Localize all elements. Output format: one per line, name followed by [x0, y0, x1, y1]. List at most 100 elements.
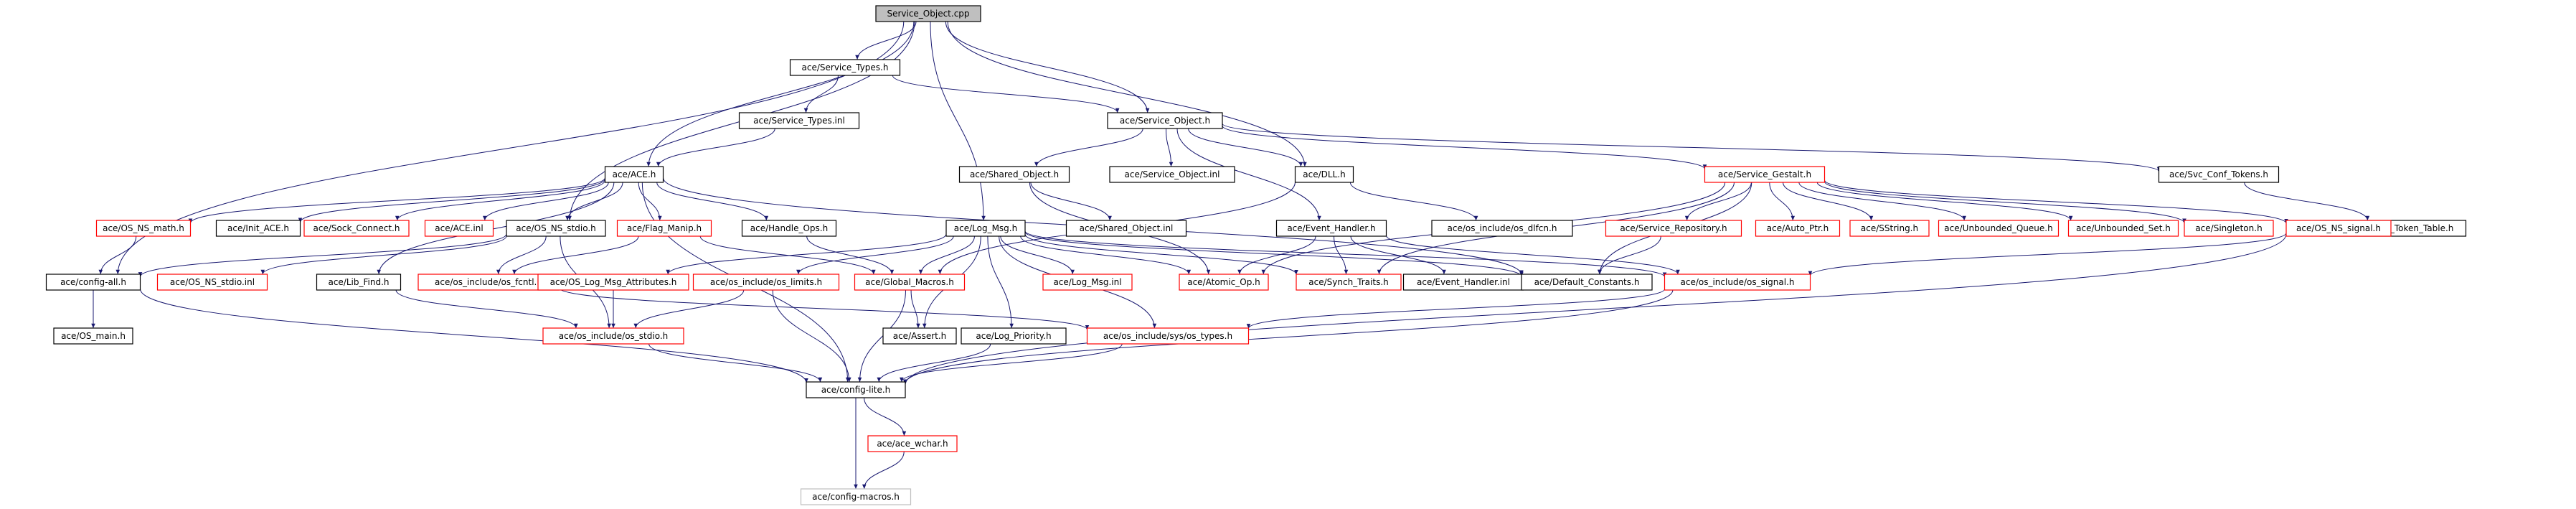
- edge-svc-conf-tokens-h-to-svc-conf-token-table-h: [2244, 182, 2370, 221]
- node-os-log-msg-attributes-h[interactable]: ace/OS_Log_Msg_Attributes.h: [537, 274, 689, 291]
- node-event-handler-inl[interactable]: ace/Event_Handler.inl: [1402, 274, 1524, 291]
- node-label: ace/Service_Gestalt.h: [1718, 169, 1811, 179]
- node-label: ace/config-macros.h: [812, 492, 900, 502]
- node-os-main-h[interactable]: ace/OS_main.h: [53, 327, 133, 345]
- node-ace-inl[interactable]: ace/ACE.inl: [424, 220, 494, 237]
- node-box: [1521, 274, 1653, 291]
- edge-path: [892, 75, 1120, 113]
- node-shared-object-h[interactable]: ace/Shared_Object.h: [958, 166, 1070, 183]
- node-os-include-os-signal-h[interactable]: ace/os_include/os_signal.h: [1664, 274, 1811, 291]
- node-synch-traits-h[interactable]: ace/Synch_Traits.h: [1296, 274, 1402, 291]
- node-unbounded-set-h[interactable]: ace/Unbounded_Set.h: [2067, 220, 2179, 237]
- node-os-ns-signal-h[interactable]: ace/OS_NS_signal.h: [2285, 220, 2392, 237]
- node-lib-find-h[interactable]: ace/Lib_Find.h: [316, 274, 402, 291]
- edge-global-macros-h-to-assert-h: [910, 289, 920, 329]
- edge-path: [803, 75, 839, 113]
- node-label: ace/ACE.h: [613, 169, 656, 179]
- node-os-include-os-fcntl-h[interactable]: ace/os_include/os_fcntl.h: [417, 274, 560, 291]
- node-label: ace/Service_Repository.h: [1620, 223, 1727, 233]
- node-config-lite-h[interactable]: ace/config-lite.h: [806, 381, 906, 398]
- node-label: ace/Synch_Traits.h: [1308, 277, 1388, 287]
- node-log-msg-h[interactable]: ace/Log_Msg.h: [945, 220, 1026, 237]
- node-label: ace/Unbounded_Queue.h: [1944, 223, 2052, 233]
- edge-config-lite-h-to-ace-wchar-h: [864, 397, 907, 436]
- edge-svc-types-h-to-svc-object-h: [892, 75, 1120, 113]
- edge-root-to-log-msg-h: [930, 21, 986, 221]
- edge-path: [558, 287, 1090, 330]
- node-os-include-os-dlfcn-h[interactable]: ace/os_include/os_dlfcn.h: [1431, 220, 1573, 237]
- node-flag-manip-h[interactable]: ace/Flag_Manip.h: [616, 220, 712, 237]
- node-os-include-sys-os-types-h[interactable]: ace/os_include/sys/os_types.h: [1086, 327, 1250, 345]
- edge-path: [1020, 235, 1192, 275]
- edge-path: [1222, 125, 1707, 169]
- edge-path: [648, 343, 823, 383]
- node-ace-wchar-h[interactable]: ace/ace_wchar.h: [867, 435, 958, 452]
- node-svc-types-h[interactable]: ace/Service_Types.h: [789, 59, 901, 76]
- node-dll-h[interactable]: ace/DLL.h: [1294, 166, 1354, 183]
- edge-svc-gestalt-h-to-service-repository-h: [1684, 182, 1752, 221]
- node-handle-ops-h[interactable]: ace/Handle_Ops.h: [741, 220, 837, 237]
- node-os-ns-stdio-inl[interactable]: ace/OS_NS_stdio.inl: [156, 274, 268, 291]
- edge-path: [1024, 230, 1667, 278]
- edge-path: [1798, 182, 1966, 221]
- node-event-handler-h[interactable]: ace/Event_Handler.h: [1275, 220, 1387, 237]
- edge-path: [1349, 182, 1478, 221]
- node-label: ace/Event_Handler.h: [1287, 223, 1375, 233]
- node-config-all-h[interactable]: ace/config-all.h: [45, 274, 141, 291]
- node-auto-ptr-h[interactable]: ace/Auto_Ptr.h: [1755, 220, 1841, 237]
- edge-handle-ops-h-to-global-macros-h: [806, 235, 895, 275]
- edge-os-ns-signal-h-to-os-include-os-signal-h: [1808, 233, 2287, 276]
- node-os-ns-math-h[interactable]: ace/OS_NS_math.h: [95, 220, 192, 237]
- node-box: [1296, 274, 1402, 291]
- node-unbounded-queue-h[interactable]: ace/Unbounded_Queue.h: [1938, 220, 2060, 237]
- edge-path: [260, 235, 507, 275]
- node-global-macros-h[interactable]: ace/Global_Macros.h: [854, 274, 966, 291]
- node-os-ns-stdio-h[interactable]: ace/OS_NS_stdio.h: [506, 220, 606, 237]
- node-default-constants-h[interactable]: ace/Default_Constants.h: [1521, 274, 1653, 291]
- node-log-msg-inl[interactable]: ace/Log_Msg.inl: [1042, 274, 1133, 291]
- edge-svc-gestalt-h-to-singleton-h: [1824, 181, 2186, 224]
- node-sock-connect-h[interactable]: ace/Sock_Connect.h: [303, 220, 410, 237]
- node-atomic-op-h[interactable]: ace/Atomic_Op.h: [1179, 274, 1269, 291]
- edge-log-msg-h-to-log-msg-inl: [1000, 235, 1075, 275]
- node-assert-h[interactable]: ace/Assert.h: [882, 327, 957, 345]
- node-service-repository-h[interactable]: ace/Service_Repository.h: [1605, 220, 1742, 237]
- node-label: Service_Object.cpp: [887, 9, 969, 19]
- node-log-priority-h[interactable]: ace/Log_Priority.h: [961, 327, 1067, 345]
- edge-path: [1000, 235, 1075, 275]
- node-box: [1065, 220, 1187, 237]
- node-label: ace/Flag_Manip.h: [627, 223, 702, 233]
- node-singleton-h[interactable]: ace/Singleton.h: [2184, 220, 2274, 237]
- edge-shared-object-h-to-shared-object-inl: [1030, 182, 1112, 221]
- edge-ace-h-to-flag-manip-h: [638, 182, 662, 221]
- node-box: [2285, 220, 2392, 237]
- node-init-ace-h[interactable]: ace/Init_ACE.h: [215, 220, 301, 237]
- edge-path: [1334, 235, 1349, 275]
- node-svc-types-inl[interactable]: ace/Service_Types.inl: [738, 112, 860, 129]
- node-label: ace/Service_Object.inl: [1125, 169, 1220, 179]
- edge-path: [862, 451, 905, 490]
- node-svc-gestalt-h[interactable]: ace/Service_Gestalt.h: [1704, 166, 1826, 183]
- node-root[interactable]: Service_Object.cpp: [875, 5, 981, 22]
- edge-path: [646, 21, 915, 167]
- node-config-macros-h[interactable]: ace/config-macros.h: [800, 488, 912, 505]
- node-shared-object-inl[interactable]: ace/Shared_Object.inl: [1065, 220, 1187, 237]
- edge-path: [1783, 182, 1874, 221]
- node-svc-conf-tokens-h[interactable]: ace/Svc_Conf_Tokens.h: [2158, 166, 2280, 183]
- edge-path: [772, 289, 851, 383]
- edge-ace-h-to-sock-connect-h: [395, 179, 605, 221]
- node-svc-object-inl[interactable]: ace/Service_Object.inl: [1109, 166, 1235, 183]
- node-label: ace/os_include/os_signal.h: [1681, 277, 1795, 287]
- node-os-include-os-limits-h[interactable]: ace/os_include/os_limits.h: [692, 274, 840, 291]
- node-ace-h[interactable]: ace/ACE.h: [604, 166, 664, 183]
- edge-os-include-os-stdio-h-to-config-lite-h: [648, 343, 823, 383]
- node-svc-object-h[interactable]: ace/Service_Object.h: [1107, 112, 1223, 129]
- edge-event-handler-h-to-atomic-op-h: [1237, 235, 1316, 275]
- node-os-include-os-stdio-h[interactable]: ace/os_include/os_stdio.h: [542, 327, 684, 345]
- node-box: [537, 274, 689, 291]
- edge-path: [1030, 182, 1112, 221]
- node-box: [2158, 166, 2280, 183]
- edge-root-to-dll-h: [947, 21, 1307, 167]
- node-label: ace/Assert.h: [893, 331, 947, 341]
- node-sstring-h[interactable]: ace/SString.h: [1849, 220, 1930, 237]
